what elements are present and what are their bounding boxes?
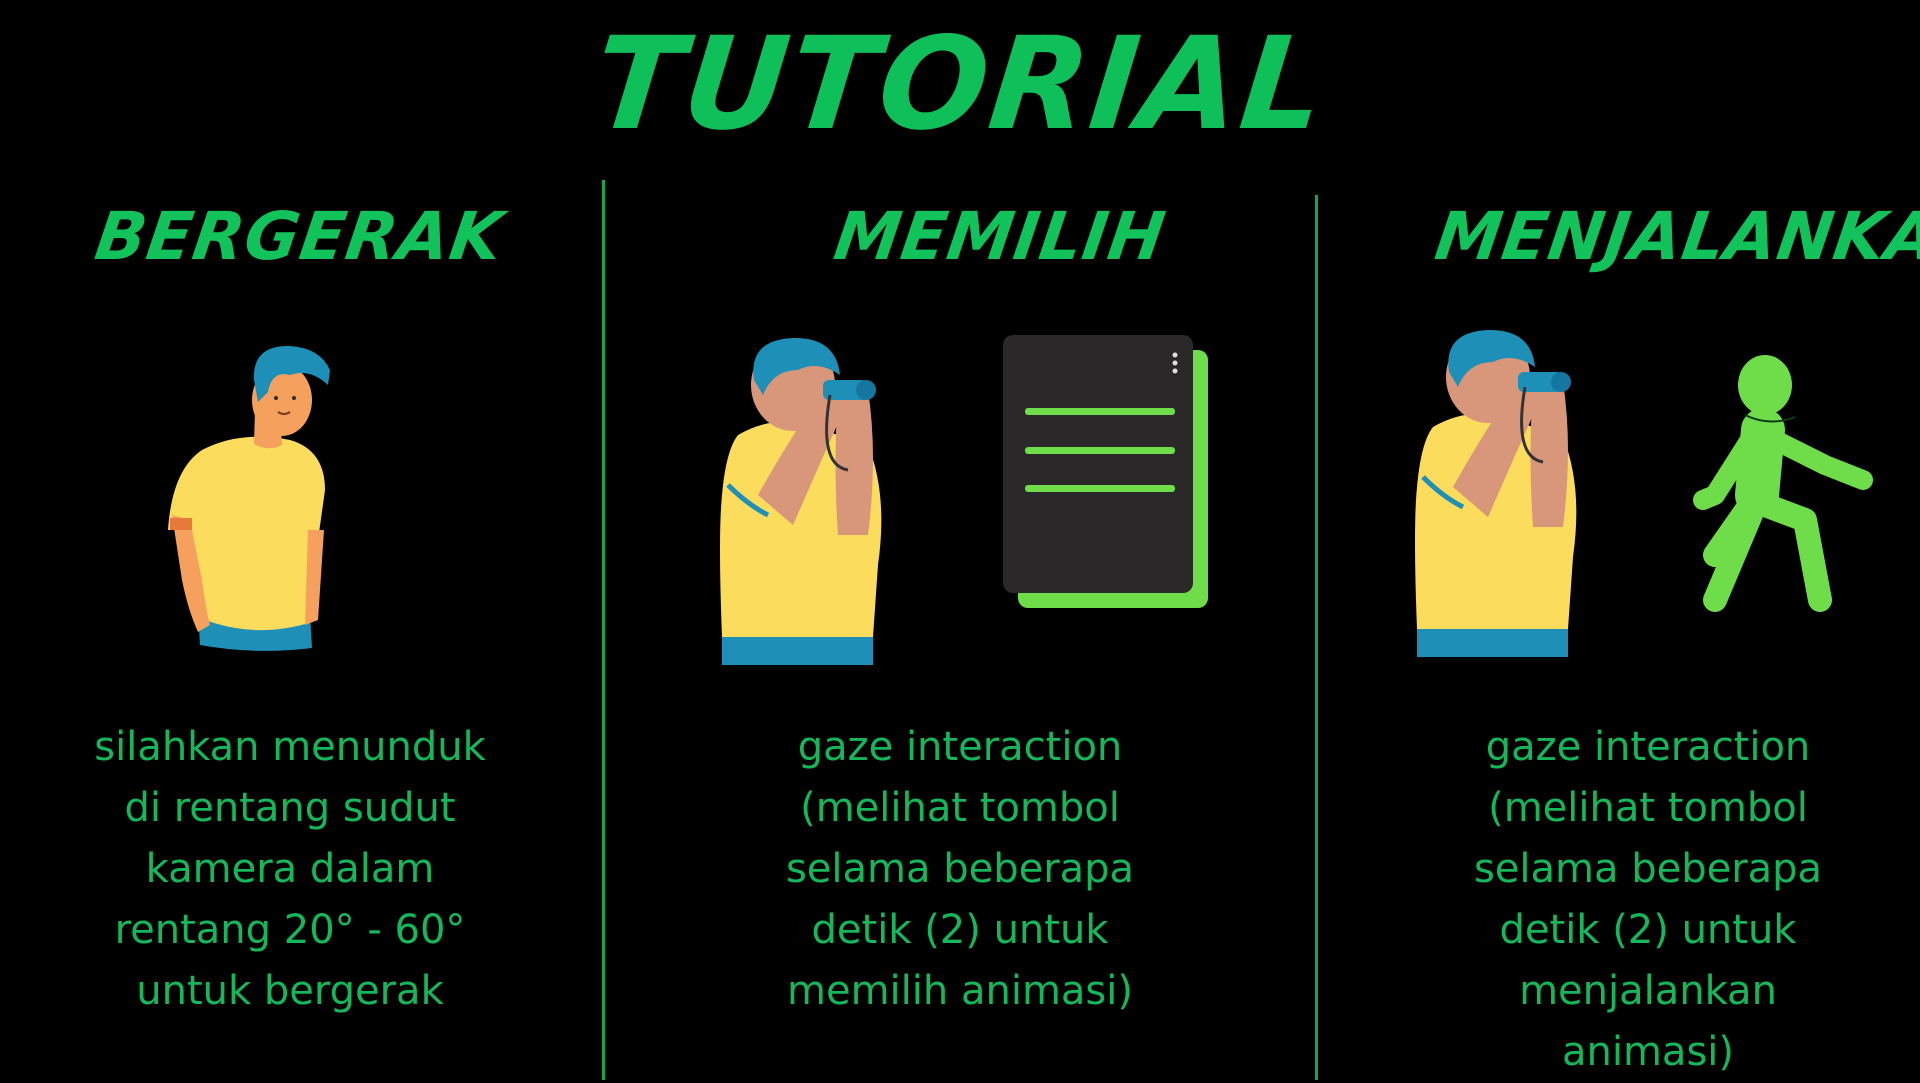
page-title: TUTORIAL — [587, 10, 1333, 159]
description-line: di rentang sudut — [124, 785, 456, 831]
section-description: gaze interaction (melihat tombol selama … — [710, 717, 1210, 1022]
section-description: silahkan menunduk di rentang sudut kamer… — [40, 717, 540, 1022]
description-line: untuk bergerak — [136, 968, 444, 1014]
description-line: selama beberapa — [1473, 846, 1823, 892]
description-line: silahkan menunduk — [94, 724, 486, 770]
description-line: memilih animasi) — [787, 968, 1133, 1014]
description-line: rentang 20° - 60° — [114, 907, 466, 953]
column-divider-right — [1315, 195, 1318, 1080]
description-line: animasi) — [1561, 1029, 1734, 1075]
description-line: gaze interaction — [1485, 724, 1811, 770]
section-heading: BERGERAK — [90, 198, 508, 275]
man-with-binoculars-icon — [720, 337, 882, 665]
section-description: gaze interaction (melihat tombol selama … — [1398, 717, 1898, 1083]
menu-document-icon — [1003, 335, 1208, 608]
description-line: selama beberapa — [785, 846, 1135, 892]
man-with-binoculars-icon — [1415, 329, 1577, 657]
section-heading: MEMILIH — [829, 198, 1171, 275]
description-line: detik (2) untuk — [811, 907, 1109, 953]
description-line: menjalankan — [1519, 968, 1777, 1014]
description-line: (melihat tombol — [1488, 785, 1808, 831]
description-line: (melihat tombol — [800, 785, 1120, 831]
man-looking-down-icon — [168, 345, 330, 651]
walking-person-icon — [1693, 355, 1873, 612]
column-divider-left — [602, 180, 605, 1080]
description-line: detik (2) untuk — [1499, 907, 1797, 953]
description-line: gaze interaction — [797, 724, 1123, 770]
description-line: kamera dalam — [145, 846, 435, 892]
section-heading: MENJALANKAN — [1430, 198, 1920, 275]
